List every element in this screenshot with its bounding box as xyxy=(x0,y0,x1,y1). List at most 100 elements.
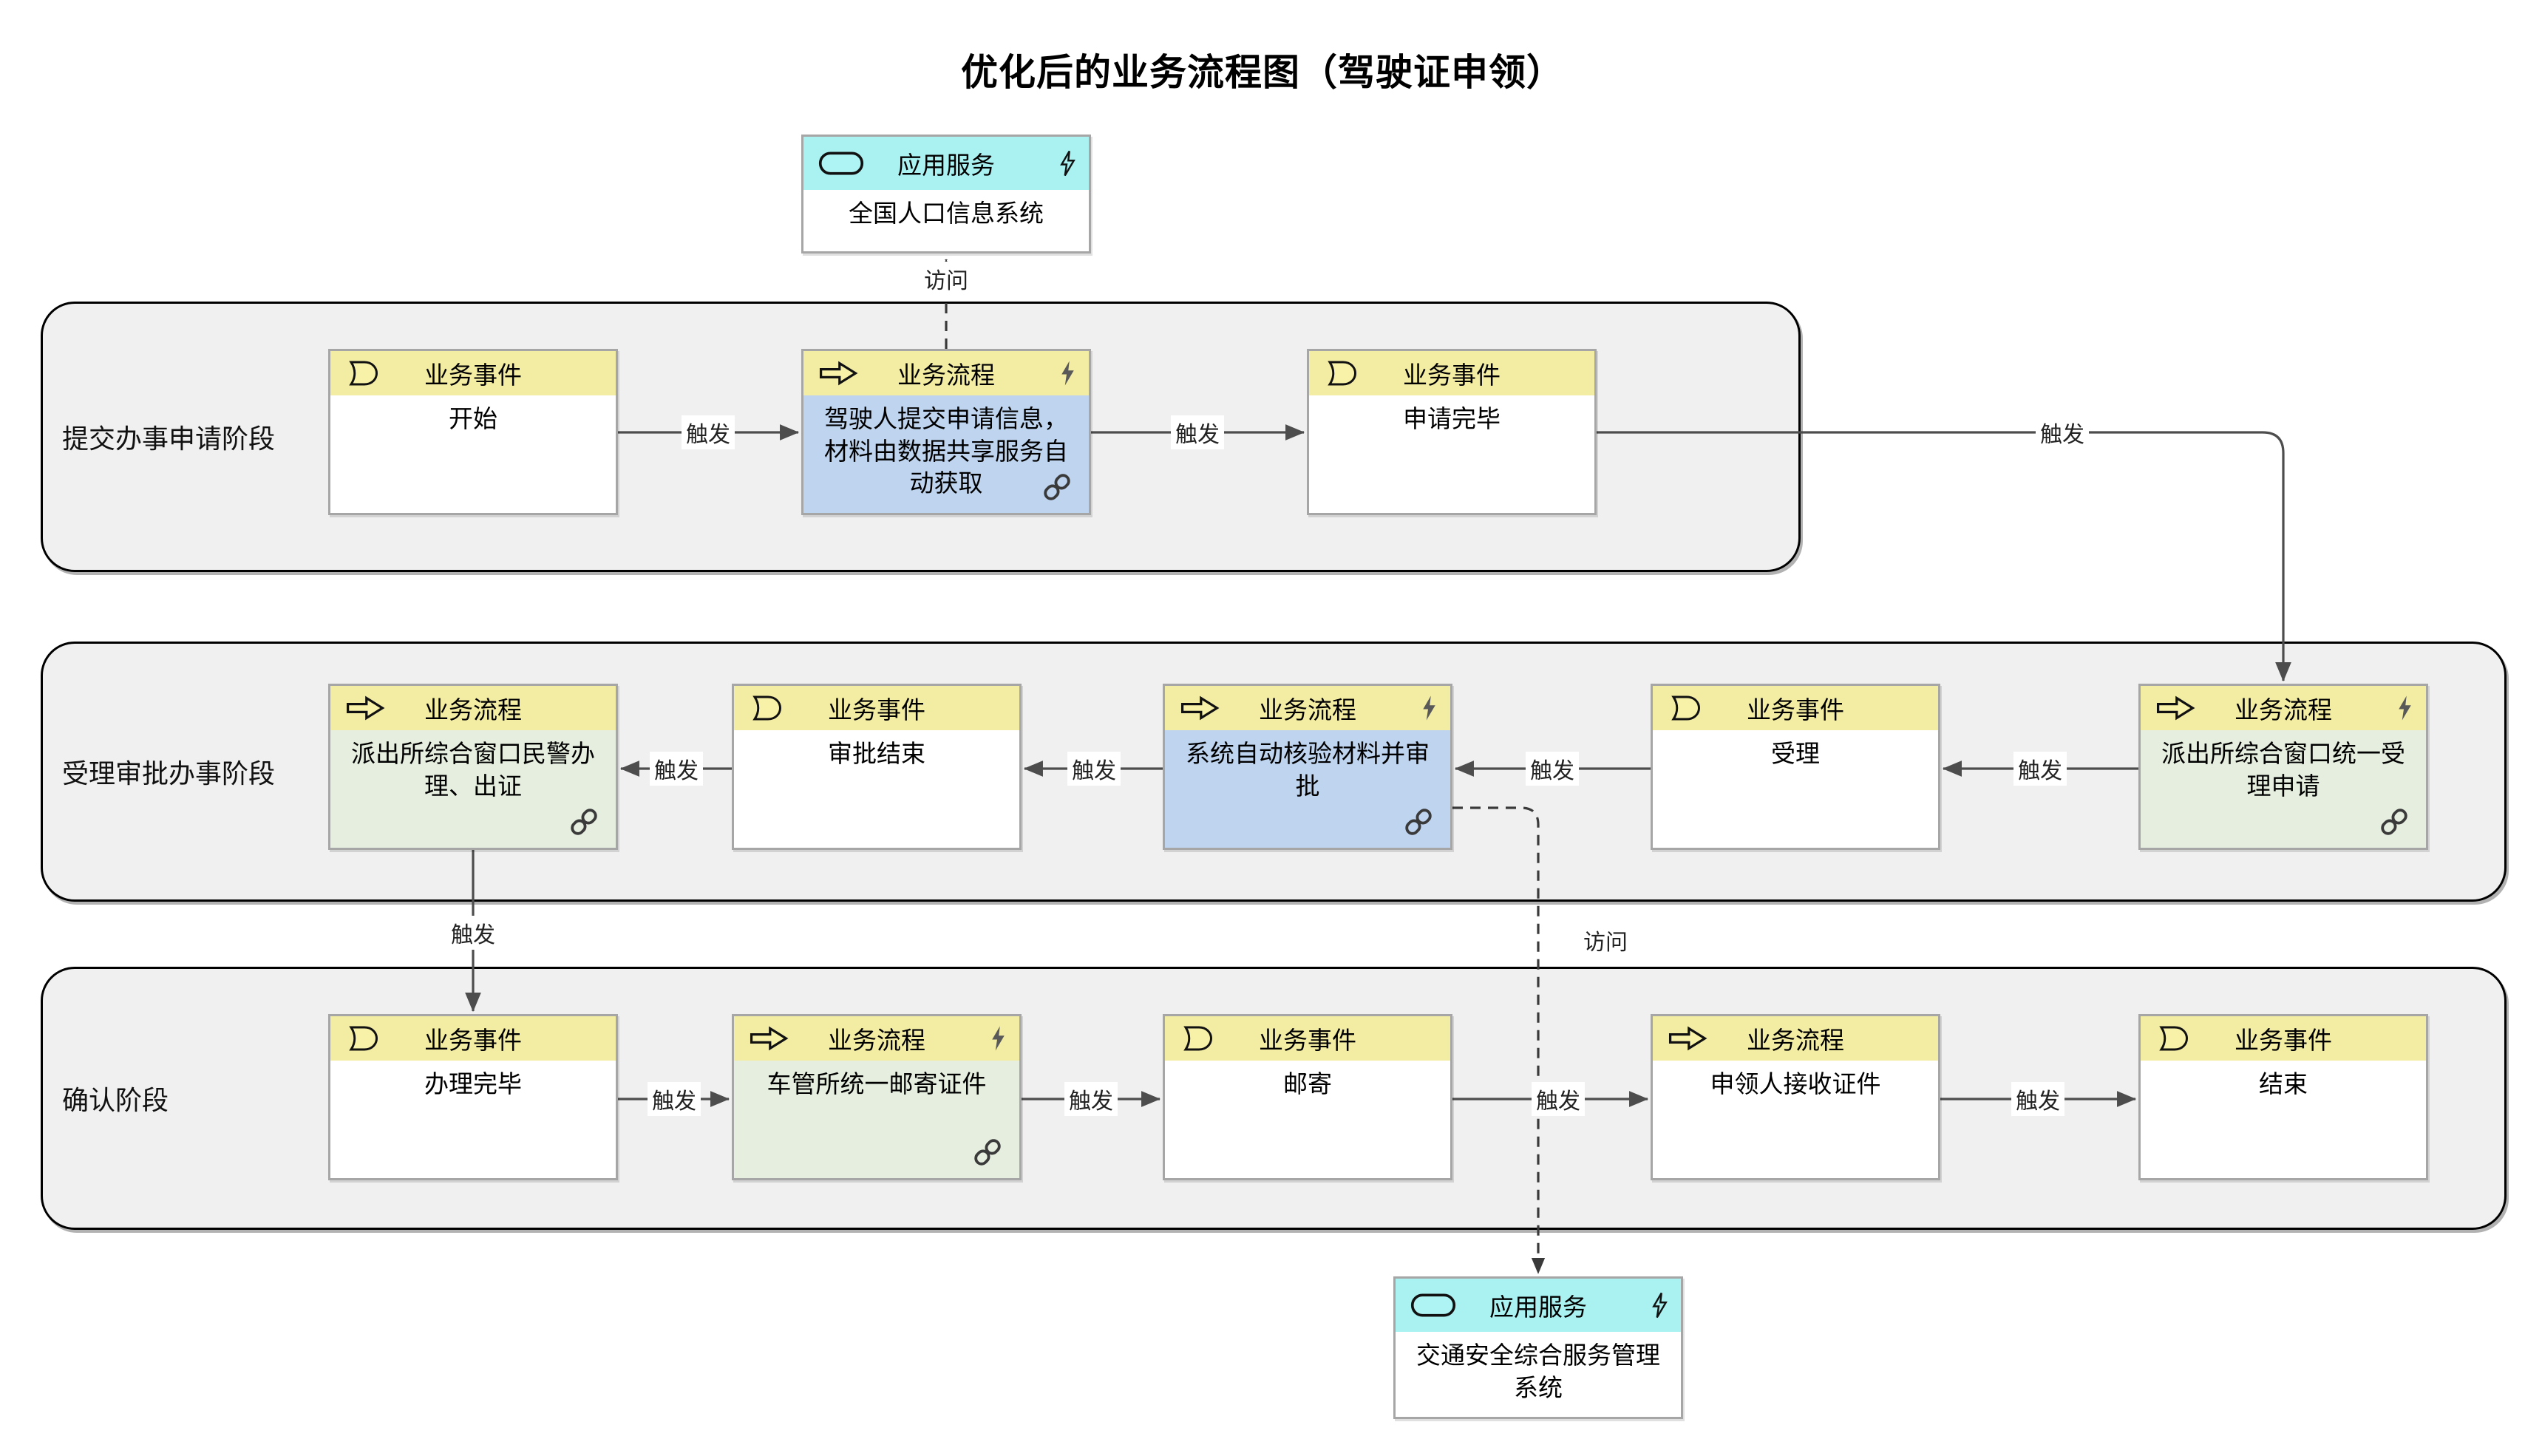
node-header: 业务流程 xyxy=(803,351,1089,395)
page-title: 优化后的业务流程图（驾驶证申领） xyxy=(961,52,1564,93)
lightning-icon xyxy=(1061,150,1075,177)
node-header: 应用服务 xyxy=(1396,1279,1681,1332)
node-body: 申领人接收证件 xyxy=(1653,1061,1938,1178)
node-name: 申领人接收证件 xyxy=(1710,1070,1881,1098)
node-name: 审批结束 xyxy=(828,740,925,767)
node-type-label: 业务事件 xyxy=(1403,361,1501,389)
node-name: 交通安全综合服务管理系统 xyxy=(1416,1341,1660,1401)
wire-label: 触发 xyxy=(2036,415,2089,449)
wire-label: 触发 xyxy=(2013,752,2067,786)
node-name: 开始 xyxy=(449,405,497,432)
node-name: 全国人口信息系统 xyxy=(849,200,1044,227)
node-body: 派出所综合窗口统一受理申请 xyxy=(2141,730,2426,848)
wire-label: 访问 xyxy=(920,262,973,296)
node-unified-accept-process[interactable]: 业务流程 派出所综合窗口统一受理申请 xyxy=(2138,684,2428,850)
chain-link-icon xyxy=(1044,474,1070,500)
node-header: 业务事件 xyxy=(734,686,1019,730)
node-name: 受理 xyxy=(1771,740,1820,767)
node-accept-event[interactable]: 业务事件 受理 xyxy=(1651,684,1940,850)
node-mail-event[interactable]: 业务事件 邮寄 xyxy=(1163,1014,1452,1180)
node-start-event[interactable]: 业务事件 开始 xyxy=(328,349,618,515)
business-event-icon xyxy=(350,361,378,386)
node-name: 派出所综合窗口统一受理申请 xyxy=(2161,740,2405,800)
node-body: 驾驶人提交申请信息，材料由数据共享服务自动获取 xyxy=(803,395,1089,513)
business-event-icon xyxy=(1672,695,1700,721)
chain-link-icon xyxy=(2381,809,2407,835)
business-event-icon xyxy=(1328,361,1356,386)
wire-label: 触发 xyxy=(1067,752,1121,786)
node-header: 应用服务 xyxy=(803,137,1089,190)
node-name: 驾驶人提交申请信息，材料由数据共享服务自动获取 xyxy=(824,405,1068,497)
node-body: 交通安全综合服务管理系统 xyxy=(1396,1332,1681,1417)
business-event-icon xyxy=(2160,1026,2188,1051)
node-header: 业务事件 xyxy=(330,1016,616,1061)
wire-label: 触发 xyxy=(446,916,500,950)
node-name: 邮寄 xyxy=(1283,1070,1332,1098)
business-process-icon xyxy=(750,1027,788,1050)
node-body: 开始 xyxy=(330,395,616,513)
lane-label: 确认阶段 xyxy=(62,1085,169,1115)
business-process-icon xyxy=(819,361,857,385)
node-type-label: 应用服务 xyxy=(1489,1293,1587,1321)
node-approval-end-event[interactable]: 业务事件 审批结束 xyxy=(732,684,1022,850)
lane-label: 提交办事申请阶段 xyxy=(62,423,276,454)
node-applicant-receive-process[interactable]: 业务流程 申领人接收证件 xyxy=(1651,1014,1940,1180)
node-auto-verify-process[interactable]: 业务流程 系统自动核验材料并审批 xyxy=(1163,684,1452,850)
chain-link-icon xyxy=(1405,809,1432,835)
chain-link-icon xyxy=(974,1139,1001,1166)
node-name: 结束 xyxy=(2259,1070,2308,1098)
node-driver-submit-process[interactable]: 业务流程 驾驶人提交申请信息，材料由数据共享服务自动获取 xyxy=(801,349,1091,515)
node-type-label: 业务事件 xyxy=(424,361,522,389)
node-header: 业务流程 xyxy=(1653,1016,1938,1061)
chain-link-icon xyxy=(571,809,597,835)
node-name: 系统自动核验材料并审批 xyxy=(1186,740,1430,800)
wire-label: 触发 xyxy=(682,415,735,449)
node-body: 办理完毕 xyxy=(330,1061,616,1178)
business-event-icon xyxy=(350,1026,378,1051)
business-process-icon xyxy=(1180,696,1219,720)
node-type-label: 应用服务 xyxy=(897,152,995,179)
lightning-icon xyxy=(992,1026,1005,1051)
node-processing-done-event[interactable]: 业务事件 办理完毕 xyxy=(328,1014,618,1180)
node-name: 申请完毕 xyxy=(1403,405,1501,432)
business-process-icon xyxy=(1668,1027,1707,1050)
node-body: 受理 xyxy=(1653,730,1938,848)
node-type-label: 业务流程 xyxy=(2235,696,2332,724)
node-header: 业务事件 xyxy=(1165,1016,1450,1061)
node-police-window-process[interactable]: 业务流程 派出所综合窗口民警办理、出证 xyxy=(328,684,618,850)
node-body: 全国人口信息系统 xyxy=(803,190,1089,251)
node-application-complete-event[interactable]: 业务事件 申请完毕 xyxy=(1307,349,1597,515)
wire-label: 访问 xyxy=(1579,923,1632,957)
node-type-label: 业务事件 xyxy=(1259,1027,1356,1054)
wire-label: 触发 xyxy=(2011,1082,2064,1116)
node-end-event[interactable]: 业务事件 结束 xyxy=(2138,1014,2428,1180)
lightning-icon xyxy=(1423,695,1435,721)
application-service-icon xyxy=(1410,1293,1456,1317)
node-type-label: 业务事件 xyxy=(1747,696,1844,724)
node-body: 系统自动核验材料并审批 xyxy=(1165,730,1450,848)
node-type-label: 业务事件 xyxy=(2235,1027,2332,1054)
node-header: 业务事件 xyxy=(1309,351,1594,395)
node-type-label: 业务流程 xyxy=(828,1027,925,1054)
business-process-icon xyxy=(2156,696,2195,720)
node-name: 派出所综合窗口民警办理、出证 xyxy=(351,740,595,800)
lightning-icon xyxy=(1061,361,1074,386)
wire-label: 触发 xyxy=(1064,1082,1118,1116)
business-process-icon xyxy=(346,696,384,720)
node-type-label: 业务事件 xyxy=(828,696,925,724)
node-dmv-mail-process[interactable]: 业务流程 车管所统一邮寄证件 xyxy=(732,1014,1022,1180)
node-body: 邮寄 xyxy=(1165,1061,1450,1178)
node-traffic-safety-system[interactable]: 应用服务 交通安全综合服务管理系统 xyxy=(1393,1276,1683,1419)
wire-label: 触发 xyxy=(1526,752,1579,786)
node-type-label: 业务流程 xyxy=(1747,1027,1844,1054)
node-national-population-system[interactable]: 应用服务 全国人口信息系统 xyxy=(801,135,1091,254)
node-type-label: 业务流程 xyxy=(424,696,522,724)
business-event-icon xyxy=(1184,1026,1212,1051)
lane-label: 受理审批办事阶段 xyxy=(62,758,276,789)
node-header: 业务流程 xyxy=(330,686,616,730)
wire-label: 触发 xyxy=(1532,1082,1585,1116)
node-body: 车管所统一邮寄证件 xyxy=(734,1061,1019,1178)
node-name: 办理完毕 xyxy=(424,1070,522,1098)
node-body: 结束 xyxy=(2141,1061,2426,1178)
